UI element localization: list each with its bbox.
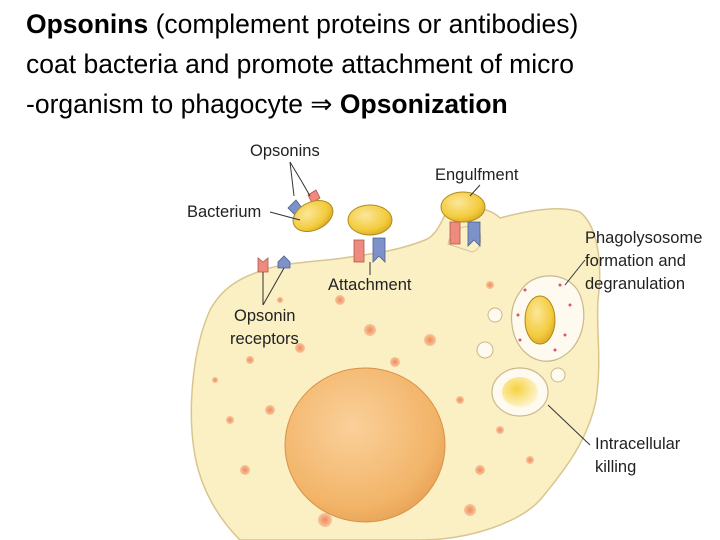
opsonin-receptor — [353, 239, 365, 263]
granule — [335, 295, 345, 305]
caption-line-1-rest: (complement proteins or antibodies) — [148, 9, 579, 39]
caption-line-1: Opsonins (complement proteins or antibod… — [26, 4, 716, 44]
caption-line-2: coat bacteria and promote attachment of … — [26, 49, 574, 79]
degranulation-dots — [516, 283, 572, 352]
degranulation-dot — [558, 283, 562, 287]
label-bacterium: Bacterium — [187, 203, 261, 221]
bacterium-engulfing — [440, 191, 486, 247]
phagolysosome — [510, 275, 585, 362]
granule — [464, 504, 476, 516]
opsonin-receptor — [372, 237, 386, 263]
label-attachment: Attachment — [328, 276, 412, 294]
granule — [364, 324, 376, 336]
caption-result-opsonization: Opsonization — [339, 89, 508, 119]
label-phagolysosome-2: formation and — [585, 252, 686, 270]
opsonin-receptor-group — [257, 255, 291, 273]
label-intracellular-killing-1: Intracellular — [595, 435, 681, 453]
granule — [456, 396, 464, 404]
label-opsonin-receptors-2: receptors — [230, 330, 299, 348]
bacterium-cell — [524, 295, 556, 345]
leader-lines — [262, 161, 591, 446]
opsonin-receptor — [449, 221, 461, 245]
leader-bacterium — [269, 211, 301, 221]
label-opsonins: Opsonins — [250, 142, 320, 160]
label-engulfment: Engulfment — [435, 166, 519, 184]
granule — [226, 416, 234, 424]
granule — [526, 456, 534, 464]
granule — [486, 281, 494, 289]
granule — [240, 465, 250, 475]
caption-text: Opsonins (complement proteins or antibod… — [26, 4, 716, 124]
leader-engulfment — [469, 184, 481, 197]
granule — [496, 426, 504, 434]
lysosome — [476, 341, 494, 359]
leader-killing — [547, 404, 591, 446]
degranulation-dot — [523, 288, 527, 292]
lysosome — [487, 307, 503, 323]
degranulation-dot — [563, 333, 567, 337]
bacterium-cell — [292, 200, 334, 232]
granule — [246, 356, 254, 364]
label-phagolysosome-3: degranulation — [585, 275, 685, 293]
bacterium-cell — [440, 191, 486, 223]
label-phagolysosome-1: Phagolysosome — [585, 229, 702, 247]
digested-bacterium — [502, 377, 538, 407]
label-opsonin-receptors-1: Opsonin — [234, 307, 295, 325]
leader-receptors-2 — [262, 267, 285, 306]
granule — [295, 343, 305, 353]
granule — [277, 297, 283, 303]
degranulation-dot — [553, 348, 557, 352]
granule — [318, 513, 332, 527]
implies-arrow-icon: ⇒ — [310, 89, 333, 119]
opsonin-receptor — [277, 255, 291, 269]
cytoplasmic-granules — [212, 281, 534, 527]
nucleus — [284, 367, 446, 523]
opsonin-receptor — [257, 257, 269, 273]
opsonin-receptor — [467, 221, 481, 247]
caption-term-opsonins: Opsonins — [26, 9, 149, 39]
caption-line-3-text: -organism to phagocyte — [26, 89, 311, 119]
caption-line-3: -organism to phagocyte ⇒ Opsonization — [26, 84, 716, 124]
granule — [390, 357, 400, 367]
granule — [424, 334, 436, 346]
leader-opsonins-2 — [289, 161, 295, 197]
lysosomes — [476, 307, 566, 383]
killing-vacuole — [491, 367, 549, 417]
leader-phagolysosome — [564, 259, 586, 286]
degranulation-dot — [568, 303, 572, 307]
granule — [212, 377, 218, 383]
granule — [475, 465, 485, 475]
lysosome — [550, 367, 566, 383]
leader-opsonins — [289, 161, 311, 197]
label-intracellular-killing-2: killing — [595, 458, 636, 476]
degranulation-dot — [518, 338, 522, 342]
degranulation-dot — [516, 313, 520, 317]
bacterium-attached — [347, 204, 393, 263]
bacterium-opsonized — [287, 189, 334, 232]
granule — [265, 405, 275, 415]
bacterium-cell — [347, 204, 393, 236]
opsonin-molecule — [307, 189, 321, 204]
